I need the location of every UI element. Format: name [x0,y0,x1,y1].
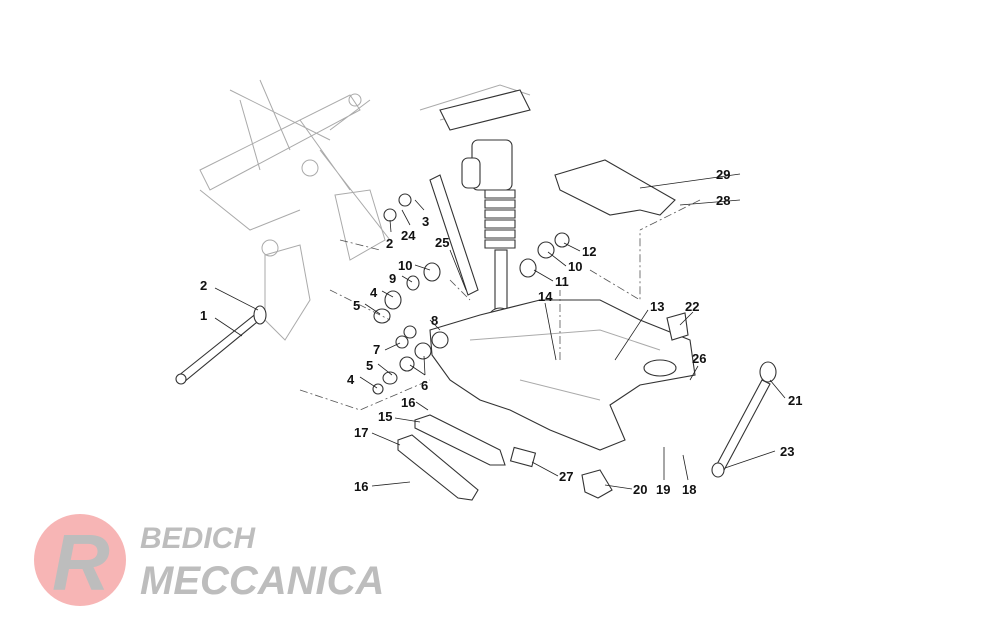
callout-19: 19 [656,482,670,497]
callout-1: 1 [200,308,207,323]
callout-10: 10 [568,259,582,274]
pivot-shaft [177,311,263,383]
watermark-letter: R [52,518,110,607]
shock-absorber [439,89,531,333]
callout-16: 16 [354,479,368,494]
mud-guard [554,159,676,216]
watermark-text-bottom: MECCANICA [140,559,384,603]
pad-20 [581,469,613,499]
swingarm [429,299,696,451]
callout-4: 4 [370,285,378,300]
callout-14: 14 [538,289,553,304]
callout-3: 3 [422,214,429,229]
callout-6: 6 [421,378,428,393]
callout-5: 5 [366,358,373,373]
chain-slider [414,414,506,466]
callout-27: 27 [559,469,573,484]
callout-13: 13 [650,299,664,314]
callout-4: 4 [347,372,355,387]
watermark-text-top: BEDICH [140,522,256,555]
callout-2: 2 [200,278,207,293]
tie-rod [429,174,479,296]
callout-29: 29 [716,167,730,182]
callout-22: 22 [685,299,699,314]
frame-outline [199,79,531,341]
callout-9: 9 [389,271,396,286]
callout-10: 10 [398,258,412,273]
pad-22 [666,312,689,341]
callout-18: 18 [682,482,696,497]
callout-16: 16 [401,395,415,410]
callout-12: 12 [582,244,596,259]
callout-25: 25 [435,235,449,250]
wheel-axle [714,379,771,473]
callout-labels: 29 28 12 10 11 25 3 24 2 10 9 4 5 8 7 5 … [200,167,802,497]
watermark-logo: R BEDICH MECCANICA [34,514,384,607]
callout-24: 24 [401,228,416,243]
pad-27 [509,446,537,468]
callout-28: 28 [716,193,730,208]
callout-23: 23 [780,444,794,459]
callout-17: 17 [354,425,368,440]
callout-21: 21 [788,393,802,408]
callout-26: 26 [692,351,706,366]
chain-guard [397,434,479,501]
callout-5: 5 [353,298,360,313]
callout-8: 8 [431,313,438,328]
callout-2: 2 [386,236,393,251]
callout-20: 20 [633,482,647,497]
callout-11: 11 [555,274,569,289]
callout-15: 15 [378,409,392,424]
callout-7: 7 [373,342,380,357]
